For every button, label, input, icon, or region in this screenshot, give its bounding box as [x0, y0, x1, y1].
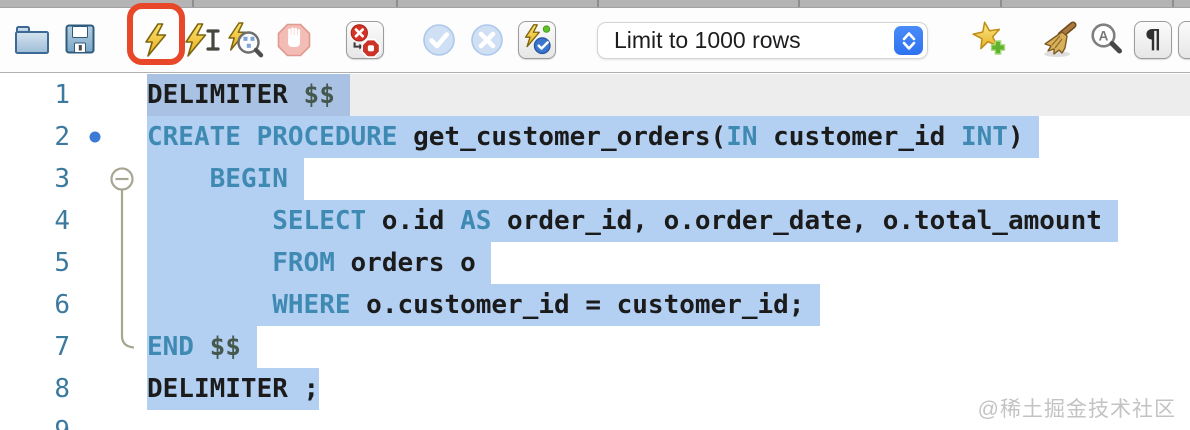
strip-divider: [1172, 0, 1174, 7]
explain-plan-button[interactable]: [225, 22, 265, 60]
save-icon: [65, 24, 95, 54]
selection-highlight: [147, 368, 320, 410]
invisible-characters-toggle[interactable]: ¶: [1134, 21, 1172, 59]
wrap-text-toggle[interactable]: [1178, 21, 1190, 59]
save-script-button[interactable]: [63, 22, 97, 56]
line-number[interactable]: 6: [54, 290, 70, 320]
line-number[interactable]: 8: [54, 374, 70, 404]
star-plus-icon: [972, 21, 1006, 55]
code-text: CREATE PROCEDURE get_customer_orders(IN …: [147, 122, 1024, 152]
lightning-cursor-icon: [185, 23, 220, 57]
commit-button[interactable]: [421, 22, 457, 58]
code-lines: 1 DELIMITER $$ 2 CREATE PROCEDURE get_custo…: [0, 74, 1190, 430]
open-script-button[interactable]: [14, 24, 51, 56]
check-circle-icon: [423, 24, 455, 56]
code-text: WHERE o.customer_id = customer_id;: [272, 290, 805, 320]
rollback-button[interactable]: [469, 22, 505, 58]
code-line[interactable]: 6 WHERE o.customer_id = customer_id;: [0, 284, 1190, 326]
current-statement-highlight: [350, 74, 1190, 116]
window-top-strip: [0, 0, 1190, 8]
stepper-icon[interactable]: [894, 26, 923, 55]
code-text: FROM orders o: [272, 248, 476, 278]
folder-icon: [15, 26, 49, 54]
code-line[interactable]: 2 CREATE PROCEDURE get_customer_orders(IN…: [0, 116, 1190, 158]
selection-highlight: [147, 74, 351, 116]
strip-divider: [396, 0, 398, 7]
stop-on-error-toggle[interactable]: [346, 21, 384, 59]
magnifier-a-icon: A: [1091, 23, 1122, 54]
broom-icon: [1044, 21, 1077, 57]
watermark-text: @稀土掘金技术社区: [977, 398, 1176, 421]
code-text: DELIMITER $$: [147, 80, 335, 110]
selection-highlight: [147, 284, 821, 326]
stop-on-error-icon: [350, 24, 381, 58]
lightning-magnifier-icon: [228, 22, 264, 58]
limit-rows-value: Limit to 1000 rows: [614, 27, 801, 53]
line-number[interactable]: 1: [54, 80, 70, 110]
code-line[interactable]: 3 BEGIN: [0, 158, 1190, 200]
selection-highlight: [147, 200, 1118, 242]
line-number[interactable]: 2: [54, 122, 70, 152]
code-text: DELIMITER ;: [147, 374, 320, 404]
limit-rows-select[interactable]: Limit to 1000 rows: [597, 22, 928, 59]
code-line[interactable]: 4 SELECT o.id AS order_id, o.order_date,…: [0, 200, 1190, 242]
code-line[interactable]: 8 DELIMITER ;: [0, 368, 1190, 410]
code-line[interactable]: 5 FROM orders o: [0, 242, 1190, 284]
selection-highlight: [147, 326, 257, 368]
code-text: BEGIN: [209, 164, 288, 194]
x-circle-icon: [471, 24, 503, 56]
lightning-icon: [145, 23, 167, 57]
sql-code-editor[interactable]: 1 DELIMITER $$ 2 CREATE PROCEDURE get_custo…: [0, 73, 1190, 430]
code-line[interactable]: 7 END $$: [0, 326, 1190, 368]
editor-toolbar: Limit to 1000 rows: [0, 8, 1190, 73]
autocommit-toggle[interactable]: [518, 21, 556, 59]
execute-script-button[interactable]: [137, 22, 173, 58]
lightning-check-icon: [524, 24, 551, 55]
strip-divider: [1000, 0, 1002, 7]
selection-highlight: [147, 242, 492, 284]
code-line[interactable]: 1 DELIMITER $$: [0, 74, 1190, 116]
pilcrow-icon: ¶: [1144, 25, 1162, 55]
selection-highlight: [147, 116, 1040, 158]
save-snippet-button[interactable]: [971, 20, 1009, 60]
execute-statement-button[interactable]: [181, 22, 221, 58]
line-number[interactable]: 5: [54, 248, 70, 278]
beautify-script-button[interactable]: [1040, 21, 1080, 59]
strip-divider: [798, 0, 800, 7]
line-number[interactable]: 4: [54, 206, 70, 236]
find-panel-button[interactable]: A: [1089, 22, 1126, 58]
svg-text:A: A: [1099, 29, 1109, 44]
code-text: SELECT o.id AS order_id, o.order_date, o…: [272, 206, 1102, 236]
code-line[interactable]: 9: [0, 410, 1190, 430]
selection-highlight: [147, 158, 304, 200]
stop-execution-button[interactable]: [276, 22, 312, 58]
line-number[interactable]: 3: [54, 164, 70, 194]
strip-divider: [597, 0, 599, 7]
line-number[interactable]: 9: [0, 410, 70, 430]
strip-divider: [192, 0, 194, 7]
stop-hand-icon: [277, 23, 311, 57]
code-text: END $$: [147, 332, 241, 362]
line-number[interactable]: 7: [54, 332, 70, 362]
